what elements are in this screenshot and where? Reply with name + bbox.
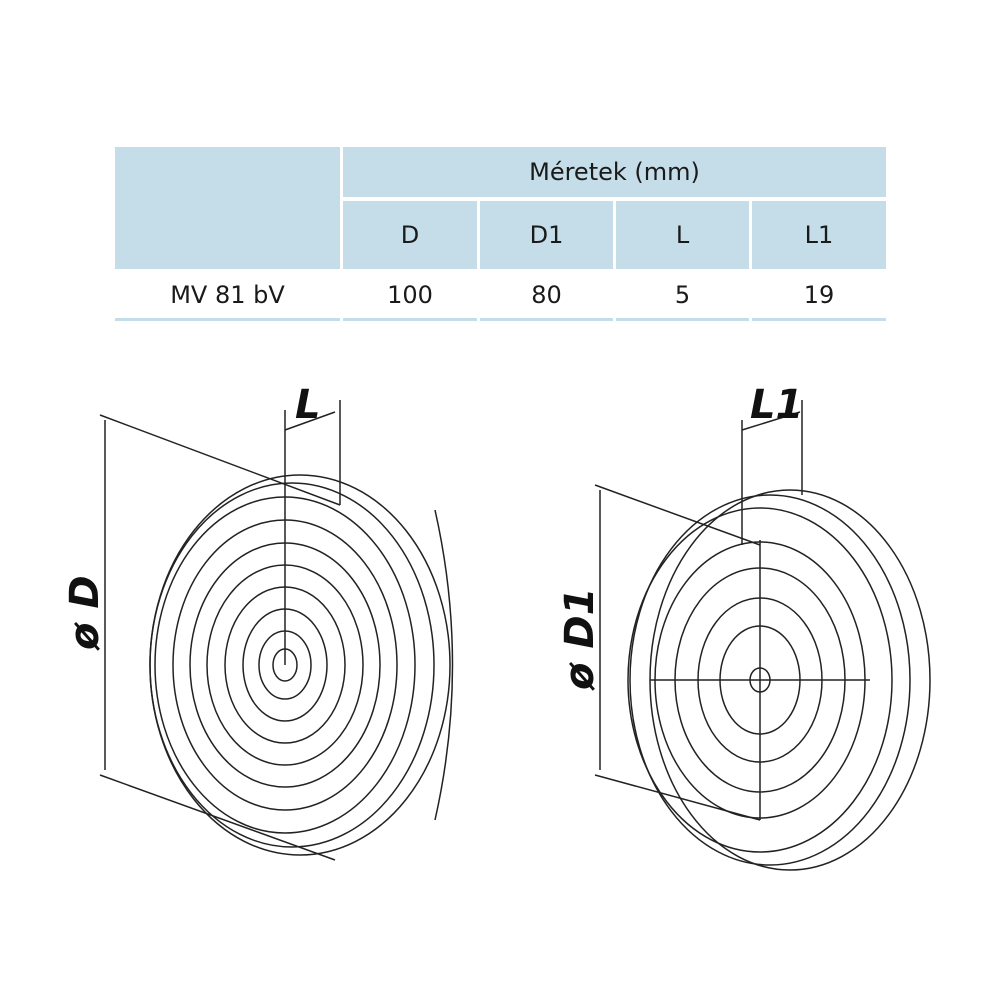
table-corner-cell (115, 147, 340, 269)
divider (480, 318, 613, 321)
divider (752, 318, 886, 321)
divider (115, 318, 340, 321)
right-grille-rear-view (594, 400, 931, 871)
group-header: Méretek (mm) (343, 147, 886, 197)
column-header-d: D (343, 201, 477, 269)
cell-l: 5 (674, 281, 691, 309)
column-header-l: L (616, 201, 749, 269)
right-length-label: L1 (750, 382, 803, 428)
left-length-label: L (295, 382, 321, 428)
cell-l1: 19 (803, 281, 835, 309)
left-diameter-label: ø D (62, 575, 108, 651)
column-header-l1: L1 (752, 201, 886, 269)
cell-d: 100 (387, 281, 433, 309)
right-diameter-label: ø D1 (557, 588, 603, 691)
divider (343, 318, 477, 321)
divider (616, 318, 749, 321)
left-grille-front-view (99, 400, 454, 861)
column-header-d1: D1 (480, 201, 613, 269)
row-model: MV 81 bV (170, 281, 285, 309)
cell-d1: 80 (531, 281, 562, 309)
